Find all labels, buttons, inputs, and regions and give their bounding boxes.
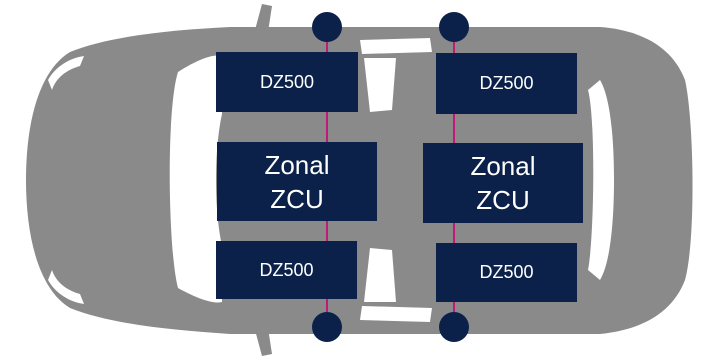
headlight-top: [48, 56, 84, 90]
dz500-label: DZ500: [479, 73, 534, 93]
dz500-label: DZ500: [259, 71, 315, 92]
right-mirror: [255, 328, 272, 356]
side-window-bottom: [360, 306, 432, 322]
zonal-zcu-left: Zonal ZCU: [217, 142, 377, 221]
node-bottom-left: [312, 312, 342, 342]
zonal-label: Zonal: [264, 149, 330, 180]
node-bottom-right: [439, 312, 469, 342]
zcu-label: ZCU: [476, 185, 530, 215]
pillar-top-left: [364, 58, 396, 112]
headlight-bottom: [48, 270, 84, 304]
left-mirror: [255, 4, 272, 32]
dz500-module-bottom-left: DZ500: [216, 241, 357, 299]
rear-window: [588, 80, 614, 280]
side-window-top: [360, 38, 432, 54]
zcu-label: ZCU: [270, 183, 324, 214]
dz500-label: DZ500: [259, 259, 314, 280]
zonal-label: Zonal: [470, 151, 536, 181]
dz500-module-bottom-right: DZ500: [436, 243, 577, 302]
dz500-module-top-left: DZ500: [216, 52, 358, 112]
node-top-right: [439, 12, 469, 42]
pillar-bottom-left: [364, 248, 396, 302]
dz500-module-top-right: DZ500: [436, 53, 577, 114]
dz500-label: DZ500: [479, 262, 534, 282]
zonal-zcu-right: Zonal ZCU: [423, 143, 583, 223]
front-windshield: [169, 55, 222, 303]
node-top-left: [312, 12, 342, 42]
